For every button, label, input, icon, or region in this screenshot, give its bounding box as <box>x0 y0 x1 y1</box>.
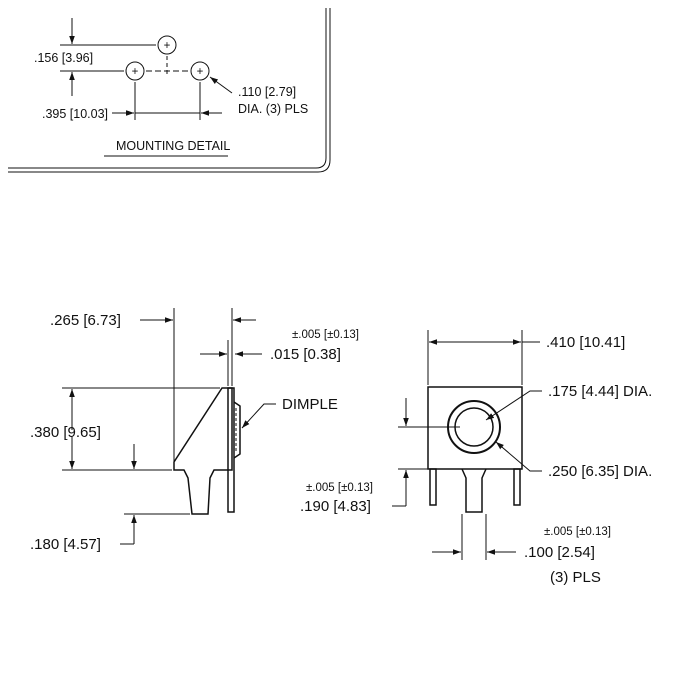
dim-250-label: .250 [6.35] DIA. <box>548 463 652 480</box>
dim-175-label: .175 [4.44] DIA. <box>548 383 652 400</box>
front-pin-center <box>461 468 487 513</box>
mounting-detail-title: MOUNTING DETAIL <box>116 139 230 153</box>
mounting-hole-right: + <box>190 61 210 81</box>
front-view: .410 [10.41] .175 [4.44] DIA. .250 [6.35… <box>300 330 652 586</box>
svg-text:+: + <box>164 40 171 52</box>
dim-100-qty: (3) PLS <box>550 569 601 586</box>
svg-text:+: + <box>197 66 204 78</box>
panel-border <box>8 8 327 169</box>
side-view: .265 [6.73] ±.005 [±0.13] .015 [0.38] DI… <box>30 308 359 553</box>
dim-410-label: .410 [10.41] <box>546 334 625 351</box>
hole-dia-label-1: .110 [2.79] <box>238 85 296 99</box>
dim-395-label: .395 [10.03] <box>42 107 108 121</box>
dim-156-label: .156 [3.96] <box>34 51 93 65</box>
front-body <box>427 386 523 470</box>
dim-100-label: .100 [2.54] <box>524 544 595 561</box>
outer-dia-leader <box>495 441 542 472</box>
dim-015-tol: ±.005 [±0.13] <box>292 329 359 341</box>
front-pin-right <box>513 468 521 506</box>
inner-dia-leader <box>485 390 542 421</box>
mounting-detail-panel: + + + .156 [3.96] .395 [10.03] .110 [2.7… <box>8 8 331 173</box>
dimple-leader <box>241 403 276 429</box>
mounting-hole-left: + <box>125 61 145 81</box>
front-pin-left <box>429 468 437 506</box>
hole-dia-leader <box>209 76 233 94</box>
hole-dia-label-2: DIA. (3) PLS <box>238 102 308 116</box>
svg-text:+: + <box>132 66 139 78</box>
dimple-label: DIMPLE <box>282 396 338 413</box>
dim-190-label: .190 [4.83] <box>300 498 371 515</box>
dim-265-label: .265 [6.73] <box>50 312 121 329</box>
panel-border-inner <box>8 8 331 173</box>
mounting-hole-top: + <box>157 35 177 55</box>
dim-015-label: .015 [0.38] <box>270 346 341 363</box>
inner-hole <box>454 407 494 447</box>
side-body-outline <box>173 387 233 515</box>
dim-380-label: .380 [9.65] <box>30 424 101 441</box>
dim-100-tol: ±.005 [±0.13] <box>544 526 611 538</box>
side-plate <box>227 387 235 513</box>
dimple-bump <box>233 401 241 459</box>
dim-180-label: .180 [4.57] <box>30 536 101 553</box>
dim-190-tol: ±.005 [±0.13] <box>306 482 373 494</box>
